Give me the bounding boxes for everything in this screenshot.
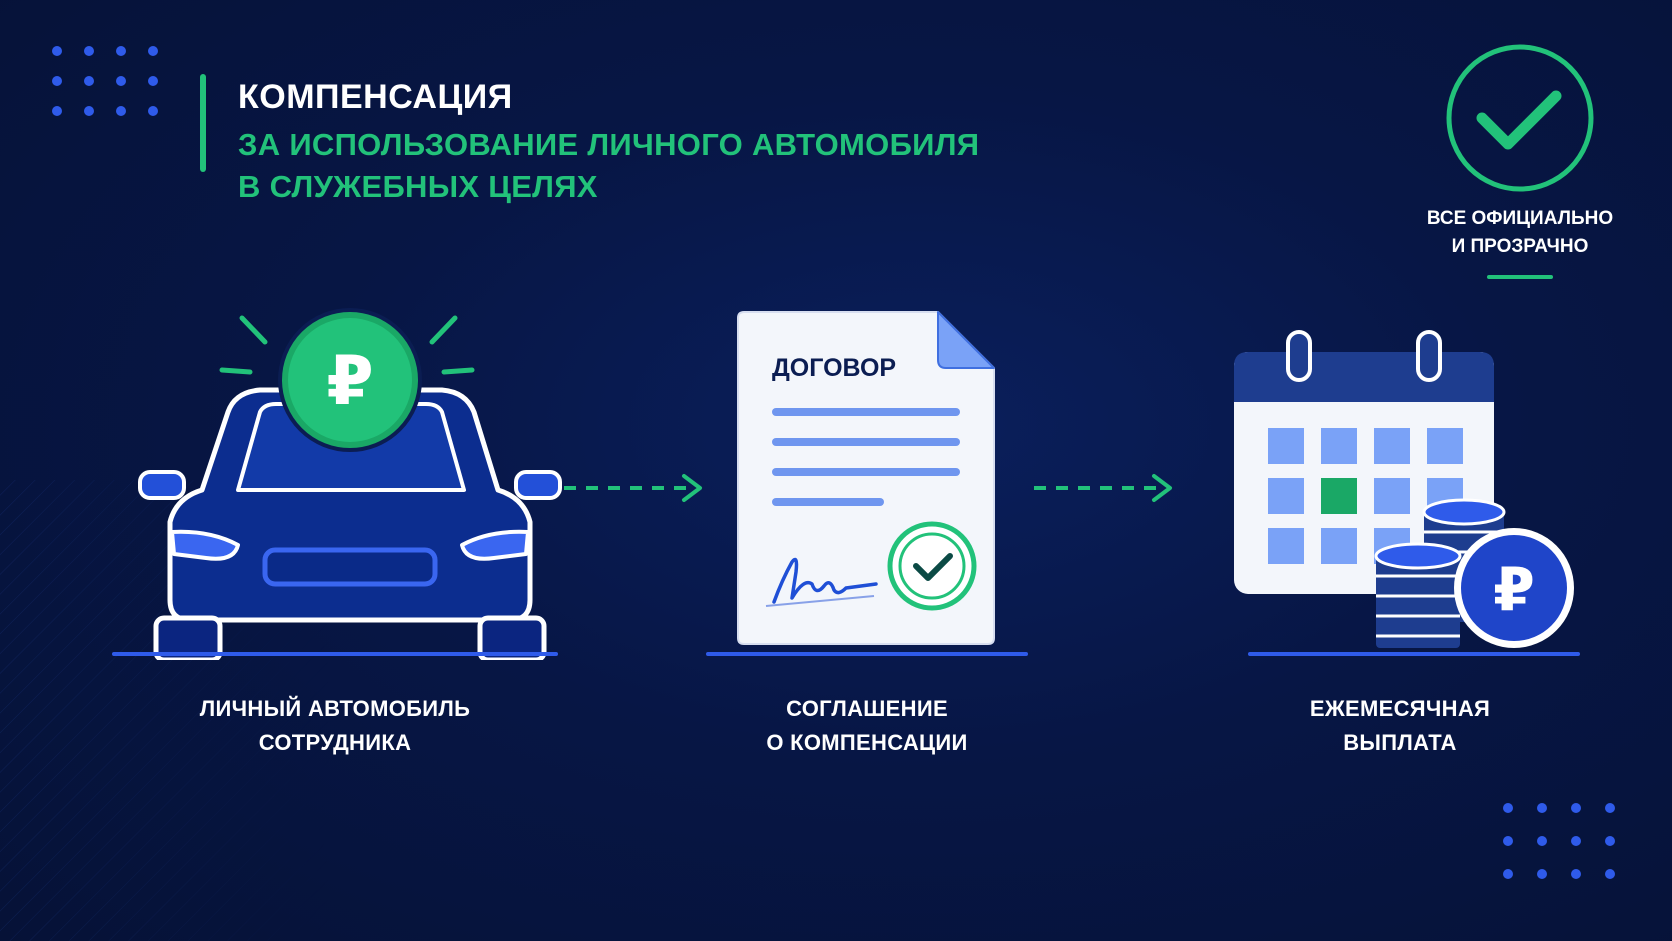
decor-dot (52, 76, 62, 86)
decor-dot (148, 106, 158, 116)
car-baseline (112, 652, 558, 656)
step-2-line-2: О КОМПЕНСАЦИИ (766, 730, 968, 755)
step-3-caption: ЕЖЕМЕСЯЧНАЯ ВЫПЛАТА (1220, 692, 1580, 760)
decor-dot (116, 46, 126, 56)
dot-grid-top-left (52, 46, 158, 116)
step-3-line-1: ЕЖЕМЕСЯЧНАЯ (1309, 696, 1491, 721)
decor-dot (84, 76, 94, 86)
decor-dot (1537, 869, 1547, 879)
decor-dot (52, 106, 62, 116)
arrow-right-icon (1034, 474, 1172, 502)
document-heading: ДОГОВОР (772, 354, 896, 382)
badge-line-1: ВСЕ ОФИЦИАЛЬНО (1426, 208, 1614, 229)
decor-dot (1605, 869, 1615, 879)
badge-line-2: И ПРОЗРАЧНО (1451, 236, 1589, 257)
decor-dot (1605, 836, 1615, 846)
decor-dot (52, 46, 62, 56)
title-accent-bar (200, 74, 206, 172)
decor-dot (1503, 869, 1513, 879)
document-baseline (706, 652, 1028, 656)
step-1-line-2: СОТРУДНИКА (258, 730, 412, 755)
decor-dot (84, 106, 94, 116)
decor-dot (1571, 836, 1581, 846)
svg-text:₽: ₽ (326, 342, 373, 421)
svg-text:₽: ₽ (1493, 555, 1535, 625)
decor-dot (116, 106, 126, 116)
calendar-baseline (1248, 652, 1580, 656)
decor-dot (1503, 836, 1513, 846)
contract-document-icon: ДОГОВОР (737, 311, 995, 645)
decor-dot (148, 76, 158, 86)
step-1-line-1: ЛИЧНЫЙ АВТОМОБИЛЬ (199, 696, 471, 721)
car-with-ruble-icon: ₽ (138, 308, 562, 660)
step-1-caption: ЛИЧНЫЙ АВТОМОБИЛЬ СОТРУДНИКА (155, 692, 515, 760)
step-3-line-2: ВЫПЛАТА (1343, 730, 1457, 755)
subtitle-line-2: В СЛУЖЕБНЫХ ЦЕЛЯХ (238, 169, 598, 204)
decor-dot (116, 76, 126, 86)
arrow-right-icon (564, 474, 702, 502)
dot-grid-bottom-right (1503, 803, 1615, 879)
decor-dot (1503, 803, 1513, 813)
check-circle-icon (1446, 44, 1594, 192)
decor-dot (1605, 803, 1615, 813)
badge-underline (1487, 275, 1553, 279)
decor-dot (1571, 803, 1581, 813)
step-2-line-1: СОГЛАШЕНИЕ (786, 696, 948, 721)
decor-dot (1571, 869, 1581, 879)
subtitle-line-1: ЗА ИСПОЛЬЗОВАНИЕ ЛИЧНОГО АВТОМОБИЛЯ (238, 127, 980, 162)
page-subtitle: ЗА ИСПОЛЬЗОВАНИЕ ЛИЧНОГО АВТОМОБИЛЯ В СЛ… (238, 124, 979, 208)
decor-dot (84, 46, 94, 56)
decor-dot (148, 46, 158, 56)
page-title: КОМПЕНСАЦИЯ (238, 78, 513, 116)
badge-caption: ВСЕ ОФИЦИАЛЬНО И ПРОЗРАЧНО (1400, 205, 1640, 261)
decor-dot (1537, 803, 1547, 813)
step-2-caption: СОГЛАШЕНИЕ О КОМПЕНСАЦИИ (687, 692, 1047, 760)
decor-dot (1537, 836, 1547, 846)
calendar-coins-icon: ₽ (1234, 330, 1574, 648)
